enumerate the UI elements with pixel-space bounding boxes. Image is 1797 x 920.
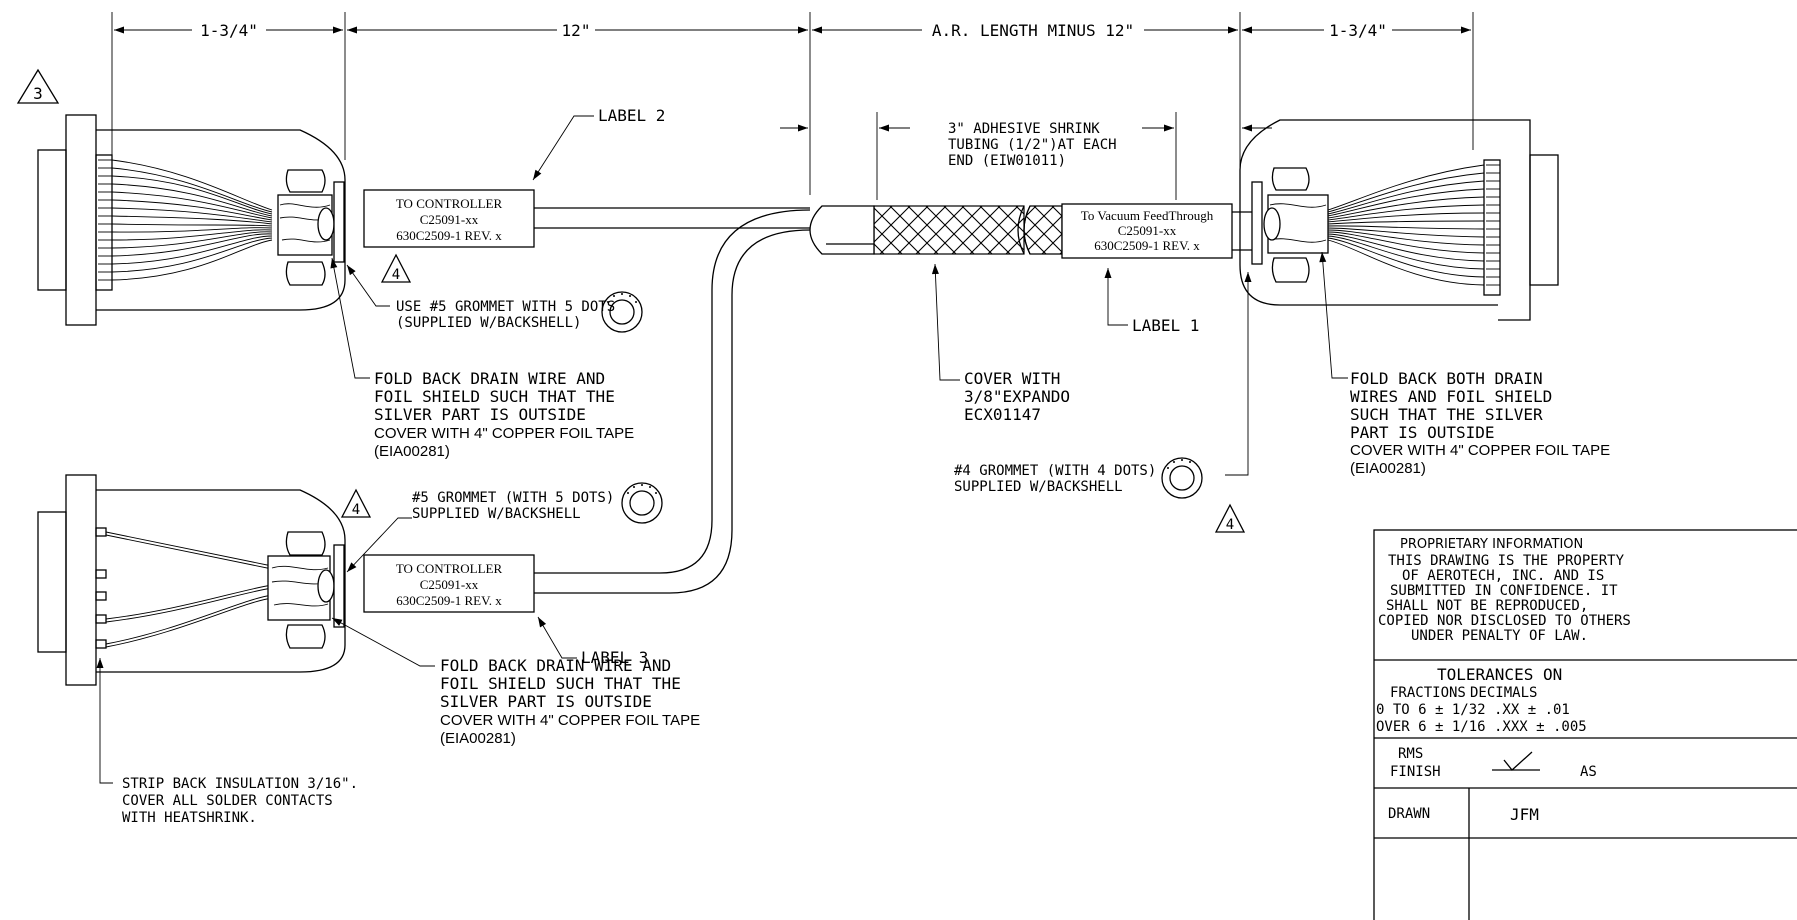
svg-text:END (EIW01011): END (EIW01011) bbox=[948, 153, 1066, 169]
label-1-tag: LABEL 1 bbox=[1132, 316, 1199, 335]
svg-text:630C2509-1 REV. x: 630C2509-1 REV. x bbox=[1094, 238, 1200, 253]
svg-text:WITH HEATSHRINK.: WITH HEATSHRINK. bbox=[122, 810, 257, 826]
svg-text:4: 4 bbox=[352, 502, 360, 518]
note-expando: COVER WITH 3/8"EXPANDO ECX01147 bbox=[964, 369, 1070, 424]
svg-text:(EIA00281): (EIA00281) bbox=[1350, 460, 1426, 477]
svg-text:FRACTIONS: FRACTIONS bbox=[1390, 685, 1466, 701]
svg-text:TO CONTROLLER: TO CONTROLLER bbox=[396, 196, 503, 211]
svg-text:USE #5 GROMMET WITH 5 DOTS: USE #5 GROMMET WITH 5 DOTS bbox=[396, 299, 615, 315]
svg-text:FOLD BACK DRAIN WIRE AND: FOLD BACK DRAIN WIRE AND bbox=[440, 656, 671, 675]
dim-right-connector: 1-3/4" bbox=[1329, 21, 1387, 40]
svg-text:3/8"EXPANDO: 3/8"EXPANDO bbox=[964, 387, 1070, 406]
svg-text:To Vacuum FeedThrough: To Vacuum FeedThrough bbox=[1081, 208, 1214, 223]
dimension-lines bbox=[111, 12, 1474, 200]
connector-top-left bbox=[37, 114, 346, 326]
braided-sleeve bbox=[809, 203, 1252, 259]
svg-text:PROPRIETARY INFORMATION: PROPRIETARY INFORMATION bbox=[1400, 537, 1583, 552]
svg-text:FINISH: FINISH bbox=[1390, 764, 1441, 780]
label-3-tag: LABEL 3 bbox=[581, 648, 648, 667]
svg-text:TOLERANCES ON: TOLERANCES ON bbox=[1437, 665, 1562, 684]
svg-text:630C2509-1 REV. x: 630C2509-1 REV. x bbox=[396, 593, 502, 608]
svg-text:PART IS OUTSIDE: PART IS OUTSIDE bbox=[1350, 423, 1495, 442]
note-grommet5-top: USE #5 GROMMET WITH 5 DOTS (SUPPLIED W/B… bbox=[396, 299, 615, 331]
svg-text:RMS: RMS bbox=[1398, 746, 1423, 762]
proprietary-information: PROPRIETARY INFORMATION THIS DRAWING IS … bbox=[1378, 537, 1631, 644]
grommet-5-bottom-icon bbox=[621, 482, 663, 524]
svg-text:C25091-xx: C25091-xx bbox=[420, 577, 479, 592]
svg-text:COPIED NOR DISCLOSED TO OTHERS: COPIED NOR DISCLOSED TO OTHERS bbox=[1378, 613, 1631, 629]
svg-text:SHALL NOT BE REPRODUCED,: SHALL NOT BE REPRODUCED, bbox=[1386, 598, 1588, 614]
svg-text:#5 GROMMET (WITH 5 DOTS): #5 GROMMET (WITH 5 DOTS) bbox=[412, 490, 614, 506]
note-fold-drain-bottom: FOLD BACK DRAIN WIRE AND FOIL SHIELD SUC… bbox=[440, 656, 700, 747]
svg-text:OF AEROTECH, INC. AND IS: OF AEROTECH, INC. AND IS bbox=[1402, 568, 1604, 584]
svg-text:SUCH THAT THE SILVER: SUCH THAT THE SILVER bbox=[1350, 405, 1543, 424]
note-strip-back: STRIP BACK INSULATION 3/16". COVER ALL S… bbox=[122, 776, 358, 826]
label-2-box: TO CONTROLLER C25091-xx 630C2509-1 REV. … bbox=[363, 189, 535, 248]
svg-text:SUBMITTED IN CONFIDENCE. IT: SUBMITTED IN CONFIDENCE. IT bbox=[1390, 583, 1618, 599]
revision-triangle-4a: 4 bbox=[380, 253, 412, 283]
grommet-4-icon bbox=[1161, 457, 1203, 499]
drawn-by: JFM bbox=[1510, 805, 1539, 824]
svg-text:COVER WITH 4" COPPER FOIL TAPE: COVER WITH 4" COPPER FOIL TAPE bbox=[374, 425, 634, 442]
label-3-box: TO CONTROLLER C25091-xx 630C2509-1 REV. … bbox=[363, 554, 535, 613]
svg-text:THIS DRAWING IS THE PROPERTY: THIS DRAWING IS THE PROPERTY bbox=[1388, 553, 1625, 569]
title-block bbox=[1373, 529, 1797, 920]
leader-lines bbox=[96, 112, 1348, 784]
svg-text:DECIMALS: DECIMALS bbox=[1470, 685, 1537, 701]
svg-text:COVER WITH 4" COPPER FOIL TAPE: COVER WITH 4" COPPER FOIL TAPE bbox=[1350, 442, 1610, 459]
dim-label-offset: 12" bbox=[562, 21, 591, 40]
revision-triangle-4c: 4 bbox=[1214, 503, 1246, 533]
note-fold-both: FOLD BACK BOTH DRAIN WIRES AND FOIL SHIE… bbox=[1350, 369, 1610, 477]
dim-left-connector: 1-3/4" bbox=[200, 21, 258, 40]
svg-text:FOIL SHIELD SUCH THAT THE: FOIL SHIELD SUCH THAT THE bbox=[440, 674, 681, 693]
svg-text:TO CONTROLLER: TO CONTROLLER bbox=[396, 561, 503, 576]
svg-text:FOLD BACK DRAIN WIRE AND: FOLD BACK DRAIN WIRE AND bbox=[374, 369, 605, 388]
revision-triangle-3: 3 bbox=[16, 68, 60, 104]
cables bbox=[533, 207, 811, 594]
svg-text:AS: AS bbox=[1580, 764, 1597, 780]
svg-text:WIRES AND FOIL SHIELD: WIRES AND FOIL SHIELD bbox=[1350, 387, 1552, 406]
note-shrink-tubing: 3" ADHESIVE SHRINK TUBING (1/2")AT EACH … bbox=[948, 121, 1117, 169]
svg-text:TUBING (1/2")AT EACH: TUBING (1/2")AT EACH bbox=[948, 137, 1117, 153]
note-fold-drain-top: FOLD BACK DRAIN WIRE AND FOIL SHIELD SUC… bbox=[374, 369, 634, 460]
drawn-label: DRAWN bbox=[1388, 806, 1430, 822]
svg-text:UNDER PENALTY OF LAW.: UNDER PENALTY OF LAW. bbox=[1411, 628, 1588, 644]
svg-text:4: 4 bbox=[392, 267, 400, 283]
grommet-5-top-icon bbox=[601, 291, 643, 333]
svg-text:630C2509-1 REV. x: 630C2509-1 REV. x bbox=[396, 228, 502, 243]
note-grommet4: #4 GROMMET (WITH 4 DOTS) SUPPLIED W/BACK… bbox=[954, 463, 1156, 495]
svg-text:(SUPPLIED W/BACKSHELL): (SUPPLIED W/BACKSHELL) bbox=[396, 315, 581, 331]
svg-text:SUPPLIED W/BACKSHELL: SUPPLIED W/BACKSHELL bbox=[412, 506, 581, 522]
connector-bottom-left bbox=[37, 474, 346, 686]
svg-text:3" ADHESIVE SHRINK: 3" ADHESIVE SHRINK bbox=[948, 121, 1100, 137]
svg-text:FOLD BACK BOTH DRAIN: FOLD BACK BOTH DRAIN bbox=[1350, 369, 1543, 388]
svg-text:SILVER PART IS OUTSIDE: SILVER PART IS OUTSIDE bbox=[374, 405, 586, 424]
tolerances: TOLERANCES ON FRACTIONS DECIMALS 0 TO 6 … bbox=[1376, 665, 1587, 735]
svg-text:(EIA00281): (EIA00281) bbox=[374, 443, 450, 460]
svg-text:STRIP BACK INSULATION 3/16".: STRIP BACK INSULATION 3/16". bbox=[122, 776, 358, 792]
svg-text:COVER WITH 4" COPPER FOIL TAPE: COVER WITH 4" COPPER FOIL TAPE bbox=[440, 712, 700, 729]
svg-text:0 TO 6 ± 1/32 .XX ± .01: 0 TO 6 ± 1/32 .XX ± .01 bbox=[1376, 702, 1570, 718]
svg-text:COVER ALL SOLDER CONTACTS: COVER ALL SOLDER CONTACTS bbox=[122, 793, 333, 809]
svg-text:C25091-xx: C25091-xx bbox=[420, 212, 479, 227]
svg-text:4: 4 bbox=[1226, 517, 1234, 533]
note-grommet5-bottom: #5 GROMMET (WITH 5 DOTS) SUPPLIED W/BACK… bbox=[412, 490, 614, 522]
connector-right bbox=[1239, 119, 1559, 321]
dim-ar-length: A.R. LENGTH MINUS 12" bbox=[932, 21, 1134, 40]
svg-text:OVER 6 ± 1/16 .XXX ± .005: OVER 6 ± 1/16 .XXX ± .005 bbox=[1376, 719, 1587, 735]
svg-text:FOIL SHIELD SUCH THAT THE: FOIL SHIELD SUCH THAT THE bbox=[374, 387, 615, 406]
svg-text:SUPPLIED W/BACKSHELL: SUPPLIED W/BACKSHELL bbox=[954, 479, 1123, 495]
svg-text:#4 GROMMET (WITH 4 DOTS): #4 GROMMET (WITH 4 DOTS) bbox=[954, 463, 1156, 479]
svg-text:SILVER PART IS OUTSIDE: SILVER PART IS OUTSIDE bbox=[440, 692, 652, 711]
rms-finish: RMS FINISH AS bbox=[1390, 746, 1597, 780]
svg-text:(EIA00281): (EIA00281) bbox=[440, 730, 516, 747]
label-1-box: To Vacuum FeedThrough C25091-xx 630C2509… bbox=[1081, 208, 1214, 253]
svg-text:3: 3 bbox=[33, 84, 43, 103]
svg-text:C25091-xx: C25091-xx bbox=[1118, 223, 1177, 238]
label-2-tag: LABEL 2 bbox=[598, 106, 665, 125]
svg-text:ECX01147: ECX01147 bbox=[964, 405, 1041, 424]
svg-text:COVER WITH: COVER WITH bbox=[964, 369, 1060, 388]
revision-triangle-4b: 4 bbox=[340, 488, 372, 518]
